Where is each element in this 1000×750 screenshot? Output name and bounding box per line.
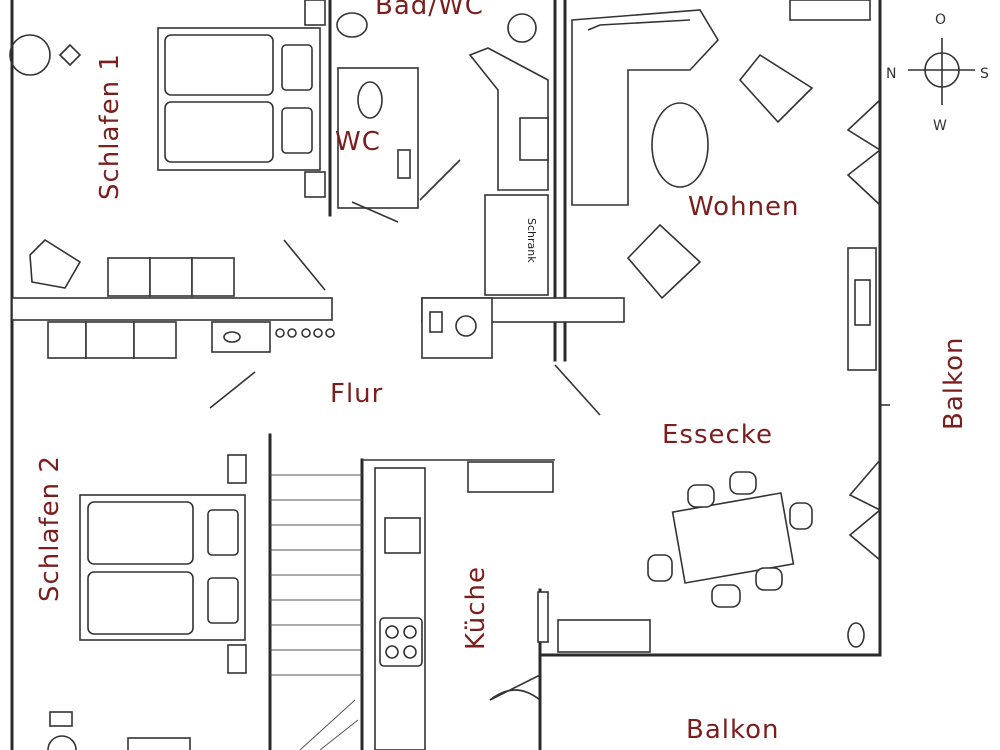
label-wohnen: Wohnen (688, 192, 800, 222)
outer-walls (10, 0, 882, 750)
doors (209, 99, 882, 701)
compass-south: S (980, 66, 989, 82)
dining-furniture (557, 471, 865, 653)
label-essecke: Essecke (662, 420, 773, 450)
label-balkon-right: Balkon (939, 336, 969, 430)
compass-west: W (933, 118, 947, 134)
label-wc: WC (335, 127, 381, 157)
kitchen-furniture (374, 461, 554, 750)
label-bad-wc: Bad/WC (375, 0, 484, 21)
bedroom2-furniture (47, 454, 247, 750)
hallway-furniture (47, 311, 477, 359)
label-schrank: Schrank (525, 218, 538, 263)
compass-north: N (886, 66, 896, 82)
room-labels: Bad/WC Schlafen 1 WC Wohnen Schrank Flur… (35, 0, 969, 745)
staircase (270, 474, 362, 750)
label-flur: Flur (330, 379, 383, 409)
compass-east: O (935, 12, 946, 28)
bedroom1-furniture (9, 0, 326, 297)
label-schlafen-2: Schlafen 2 (35, 455, 65, 602)
shoe-rack (275, 328, 335, 338)
compass-icon: O N S W (886, 12, 989, 134)
living-furniture (571, 0, 877, 371)
bathroom-fixtures (336, 12, 549, 296)
interior-walls (11, 0, 890, 750)
label-schlafen-1: Schlafen 1 (95, 53, 125, 200)
label-balkon-bottom: Balkon (686, 715, 780, 745)
label-kueche: Küche (461, 566, 491, 650)
